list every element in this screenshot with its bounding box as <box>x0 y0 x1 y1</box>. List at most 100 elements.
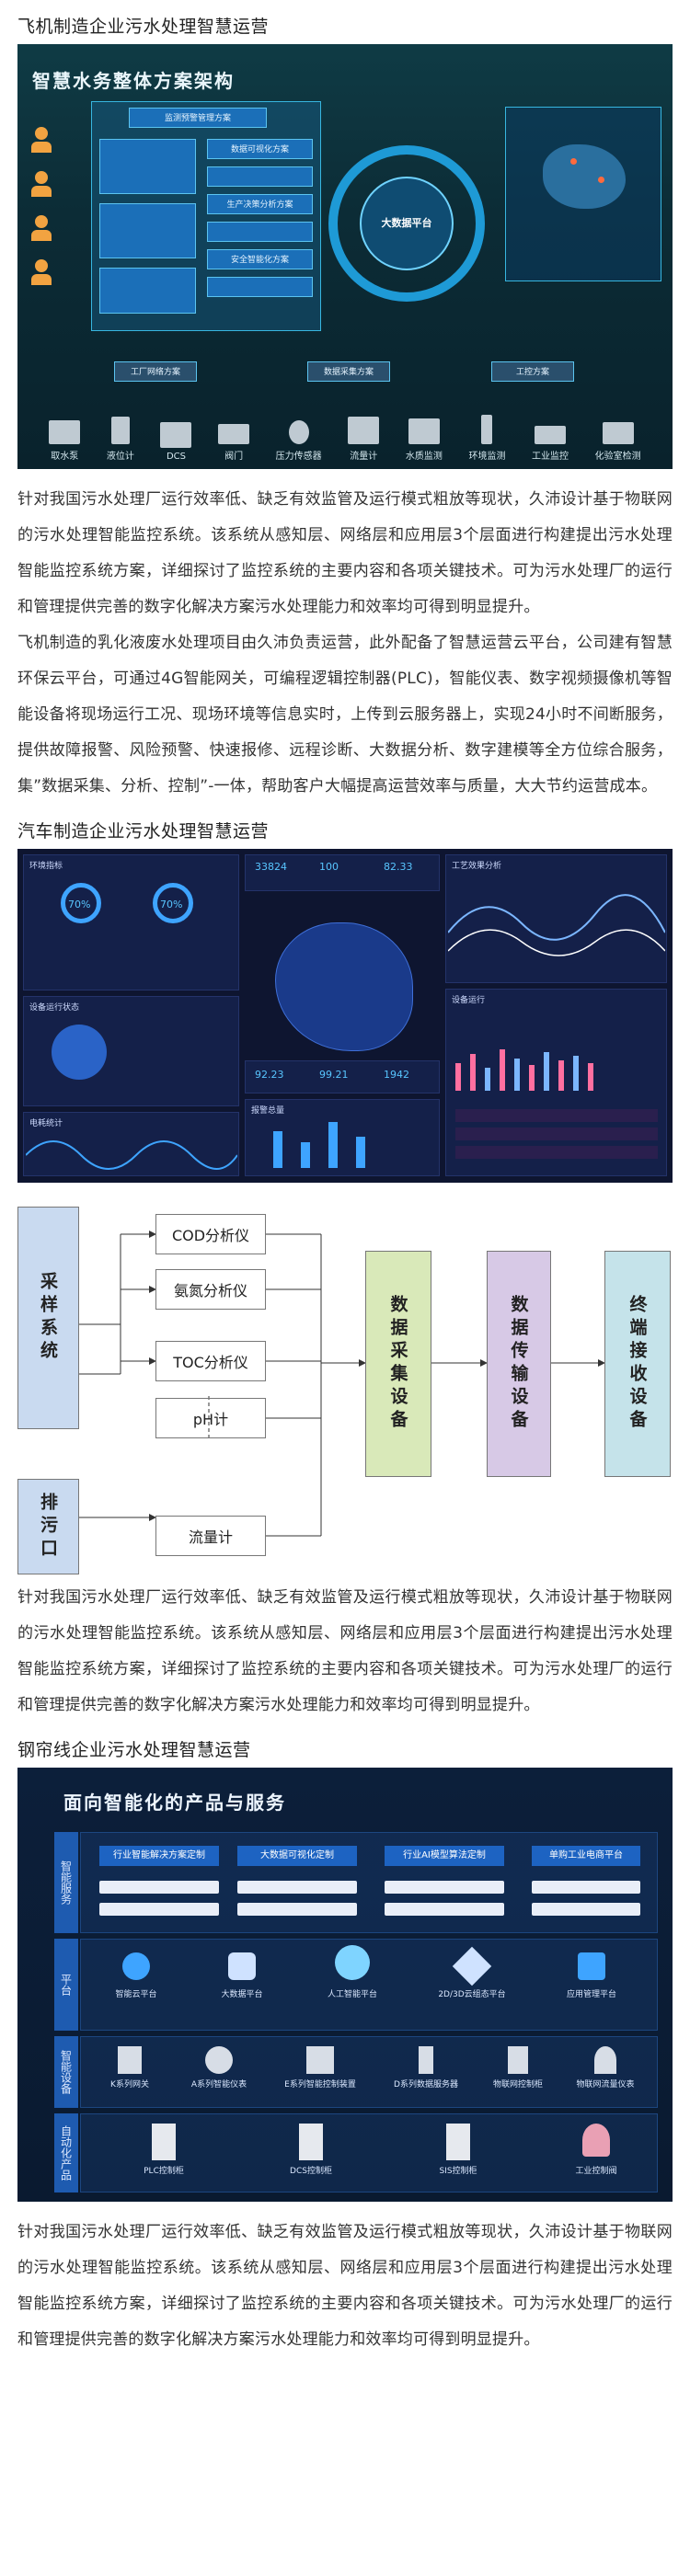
robot-icon <box>335 1945 370 1980</box>
panel-power: 电耗统计 <box>23 1112 239 1176</box>
diagram-connectors <box>79 1231 605 1537</box>
item-label: SIS控制柜 <box>439 2167 477 2176</box>
item-label: D系列数据服务器 <box>394 2080 458 2089</box>
kpi-value: 99.21 <box>319 1069 349 1081</box>
paragraph: 飞机制造的乳化液废水处理项目由久沛负责运营，此外配备了智慧运营云平台，公司建有智… <box>17 634 673 796</box>
toc-analyzer-node: TOC分析仪 <box>155 1341 266 1381</box>
side-label: 智能设备 <box>54 2036 78 2108</box>
chip-visual: 数据可视化方案 <box>207 139 313 159</box>
item-label: 大数据平台 <box>221 1990 263 1999</box>
kpi-value: 1942 <box>384 1069 409 1081</box>
products-photo: 面向智能化的产品与服务 智能服务 行业智能解决方案定制 大数据可视化定制 行业A… <box>17 1768 673 2202</box>
panel-title: 设备运行 <box>452 996 486 1005</box>
item-label: 智能云平台 <box>115 1990 157 1999</box>
item-label: E系列智能控制装置 <box>284 2080 356 2089</box>
kpi-value: 82.33 <box>384 861 413 873</box>
chip-decision: 生产决策分析方案 <box>207 194 313 214</box>
panel-title: 环境指标 <box>29 862 63 871</box>
article: 飞机制造企业污水处理智慧运营 智慧水务整体方案架构 监测预警管理方案 数据可视化… <box>17 17 673 2349</box>
device-label: 液位计 <box>106 452 134 462</box>
item-label: 物联网控制柜 <box>492 2080 543 2089</box>
device-label: DCS <box>166 452 186 462</box>
item-label: DCS控制柜 <box>290 2167 332 2176</box>
item-label: A系列智能仪表 <box>190 2080 247 2089</box>
kpi-pct: 70% <box>160 899 183 910</box>
kpi-pct: 70% <box>68 899 91 910</box>
node-label: 采样系统 <box>38 1272 58 1364</box>
dashboard-photo: 环境指标 70% 70% 设备运行状态 电耗统计 33824 100 82.33… <box>17 849 673 1183</box>
data-transmission-node: 数据传输设备 <box>487 1251 551 1477</box>
center-label: 大数据平台 <box>381 217 432 229</box>
region-map <box>275 922 413 1051</box>
monitoring-flow-diagram: 采样系统 排污口 COD分析仪 氨氮分析仪 TOC分析仪 pH计 流量计 数据采… <box>17 1207 673 1574</box>
item-label: PLC控制柜 <box>144 2167 184 2176</box>
chip-monitor: 监测预警管理方案 <box>129 108 267 128</box>
node-label: 终端接收设备 <box>627 1295 648 1433</box>
item-label: 物联网流量仪表 <box>576 2080 635 2089</box>
ammonia-analyzer-node: 氨氮分析仪 <box>155 1269 266 1310</box>
ph-meter-node: pH计 <box>155 1398 266 1438</box>
map-panel <box>505 107 661 281</box>
section-title-aircraft: 飞机制造企业污水处理智慧运营 <box>17 17 270 37</box>
service-chip: 行业AI模型算法定制 <box>385 1846 504 1866</box>
device-label: 水质监测 <box>405 452 443 462</box>
network-label: 工厂网络方案 <box>114 361 197 382</box>
app-layer-box: 监测预警管理方案 数据可视化方案 生产决策分析方案 安全智能化方案 <box>91 101 321 331</box>
architecture-photo: 智慧水务整体方案架构 监测预警管理方案 数据可视化方案 生产决策分析方案 安全智… <box>17 44 673 469</box>
panel-device-status: 设备运行状态 <box>23 996 239 1106</box>
data-acquisition-node: 数据采集设备 <box>365 1251 431 1477</box>
service-chip: 行业智能解决方案定制 <box>99 1846 219 1866</box>
panel-title: 工艺效果分析 <box>452 862 502 871</box>
device-row: 取水泵 液位计 DCS 阀门 压力传感器 流量计 水质监测 环境监测 工业监控 … <box>17 415 673 469</box>
section-title-automotive: 汽车制造企业污水处理智慧运营 <box>17 821 270 841</box>
cloud-icon <box>122 1952 150 1980</box>
photo-heading: 智慧水务整体方案架构 <box>32 70 235 92</box>
side-label: 自动化产品 <box>54 2113 78 2192</box>
item-label: 应用管理平台 <box>566 1990 616 1999</box>
item-label: 2D/3D云组态平台 <box>438 1990 506 1999</box>
user-icons <box>23 127 60 287</box>
paragraph: 针对我国污水处理厂运行效率低、缺乏有效监管及运行模式粗放等现状，久沛设计基于物联… <box>17 2223 673 2349</box>
paragraph: 针对我国污水处理厂运行效率低、缺乏有效监管及运行模式粗放等现状，久沛设计基于物联… <box>17 1588 673 1714</box>
cod-analyzer-node: COD分析仪 <box>155 1214 266 1254</box>
paragraph: 针对我国污水处理厂运行效率低、缺乏有效监管及运行模式粗放等现状，久沛设计基于物联… <box>17 490 673 616</box>
app-icon <box>578 1952 605 1980</box>
data-icon <box>228 1952 256 1980</box>
sampling-system-node: 采样系统 <box>17 1207 79 1429</box>
device-label: 环境监测 <box>468 452 506 462</box>
platform-ring <box>328 145 485 302</box>
node-label: 排污口 <box>38 1492 58 1562</box>
kpi-strip-2: 92.23 99.21 1942 <box>245 1060 440 1093</box>
device-label: 工业监控 <box>532 452 569 462</box>
device-label: 流量计 <box>350 452 378 462</box>
panel-title: 报警总量 <box>251 1106 285 1116</box>
kpi-value: 92.23 <box>255 1069 284 1081</box>
kpi-strip: 33824 100 82.33 <box>245 854 440 891</box>
device-label: 压力传感器 <box>275 452 322 462</box>
layers-icon <box>452 1946 492 1986</box>
automation-row: PLC控制柜 DCS控制柜 SIS控制柜 工业控制阀 <box>80 2113 658 2192</box>
device-label: 取水泵 <box>51 452 79 462</box>
device-label: 化验室检测 <box>594 452 641 462</box>
kpi-value: 100 <box>319 861 339 873</box>
panel-title: 电耗统计 <box>29 1119 63 1128</box>
platform-row: 智能云平台 大数据平台 人工智能平台 2D/3D云组态平台 应用管理平台 <box>80 1939 658 2031</box>
panel-title: 设备运行状态 <box>29 1003 80 1013</box>
item-label: 人工智能平台 <box>327 1990 377 1999</box>
item-label: K系列网关 <box>110 2080 149 2089</box>
chip-safety: 安全智能化方案 <box>207 249 313 269</box>
control-label: 工控方案 <box>491 361 574 382</box>
panel-operation: 设备运行 <box>445 989 667 1176</box>
section-title-steel-cord: 钢帘线企业污水处理智慧运营 <box>17 1740 251 1760</box>
service-chip: 单购工业电商平台 <box>532 1846 640 1866</box>
service-chip: 大数据可视化定制 <box>237 1846 357 1866</box>
flowmeter-node: 流量计 <box>155 1516 266 1556</box>
item-label: 工业控制阀 <box>575 2167 617 2176</box>
service-row: 行业智能解决方案定制 大数据可视化定制 行业AI模型算法定制 单购工业电商平台 <box>80 1832 658 1933</box>
photo-heading: 面向智能化的产品与服务 <box>63 1792 286 1814</box>
node-label: 数据采集设备 <box>387 1295 408 1433</box>
device-label: 阀门 <box>224 452 244 462</box>
panel-process: 工艺效果分析 <box>445 854 667 983</box>
panel-env: 环境指标 70% 70% <box>23 854 239 990</box>
node-label: 数据传输设备 <box>508 1295 529 1433</box>
